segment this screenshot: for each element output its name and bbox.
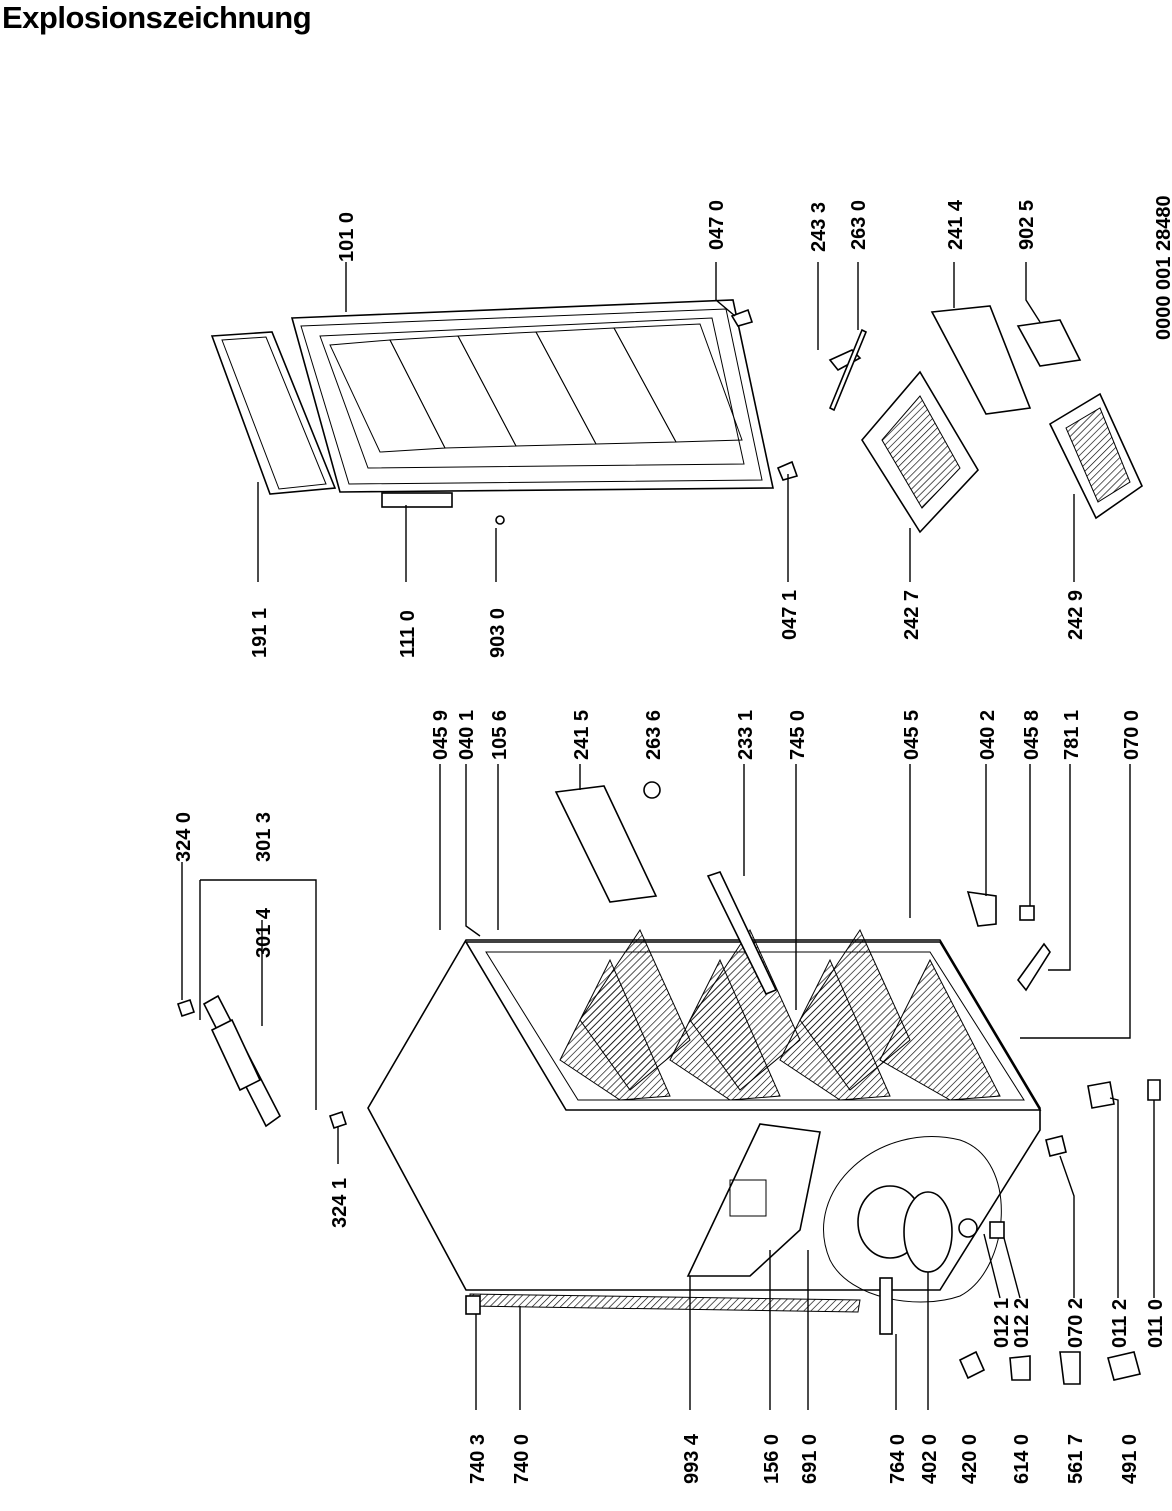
part-label: 045 5 <box>901 710 923 760</box>
part-labels: 101 0 047 0 243 3 263 0 241 4 902 5 0000… <box>173 195 1172 1484</box>
part-label: 402 0 <box>919 1434 941 1484</box>
page-title: Explosionszeichnung <box>2 0 312 35</box>
part-label: 301 4 <box>253 907 275 958</box>
part-label: 993 4 <box>681 1433 703 1484</box>
part-label: 324 0 <box>173 812 195 862</box>
part-label: 324 1 <box>329 1178 351 1228</box>
part-label: 012 2 <box>1011 1298 1033 1348</box>
part-label: 111 0 <box>397 610 419 658</box>
part-label: 241 4 <box>945 199 967 250</box>
part-label: 011 2 <box>1109 1299 1131 1348</box>
part-label: 242 9 <box>1065 590 1087 640</box>
doc-number: 0000 001 28480 <box>1153 195 1172 340</box>
part-label: 045 8 <box>1021 710 1043 760</box>
part-label: 561 7 <box>1065 1434 1087 1484</box>
part-label: 491 0 <box>1119 1434 1141 1484</box>
part-label: 011 0 <box>1145 1299 1167 1348</box>
part-label: 233 1 <box>735 710 757 760</box>
cabinet-assembly <box>176 781 1161 1385</box>
part-label: 263 6 <box>643 710 665 760</box>
part-label: 781 1 <box>1061 710 1083 760</box>
part-label: 740 0 <box>511 1434 533 1484</box>
part-label: 263 0 <box>848 200 870 250</box>
part-label: 902 5 <box>1016 200 1038 250</box>
part-label: 105 6 <box>489 710 511 760</box>
part-label: 691 0 <box>799 1434 821 1484</box>
part-label: 047 0 <box>706 200 728 250</box>
part-label: 745 0 <box>787 710 809 760</box>
part-label: 740 3 <box>467 1434 489 1484</box>
part-label: 420 0 <box>959 1434 981 1484</box>
door-assembly <box>210 299 799 525</box>
part-label: 040 1 <box>456 710 478 760</box>
part-label: 191 1 <box>249 608 271 658</box>
part-label: 242 7 <box>901 590 923 640</box>
basket-assembly <box>828 305 1144 534</box>
part-label: 045 9 <box>430 710 452 760</box>
part-label: 012 1 <box>991 1298 1013 1348</box>
part-label: 070 2 <box>1065 1298 1087 1348</box>
leader-lines <box>181 262 1155 1410</box>
part-label: 241 5 <box>571 710 593 760</box>
part-label: 101 0 <box>336 212 358 262</box>
part-label: 614 0 <box>1011 1434 1033 1484</box>
part-label: 903 0 <box>487 608 509 658</box>
part-label: 070 0 <box>1121 710 1143 760</box>
part-label: 040 2 <box>977 710 999 760</box>
part-label: 301 3 <box>253 812 275 862</box>
part-label: 764 0 <box>887 1434 909 1484</box>
part-label: 047 1 <box>779 590 801 640</box>
part-label: 243 3 <box>808 202 830 252</box>
part-label: 156 0 <box>761 1434 783 1484</box>
